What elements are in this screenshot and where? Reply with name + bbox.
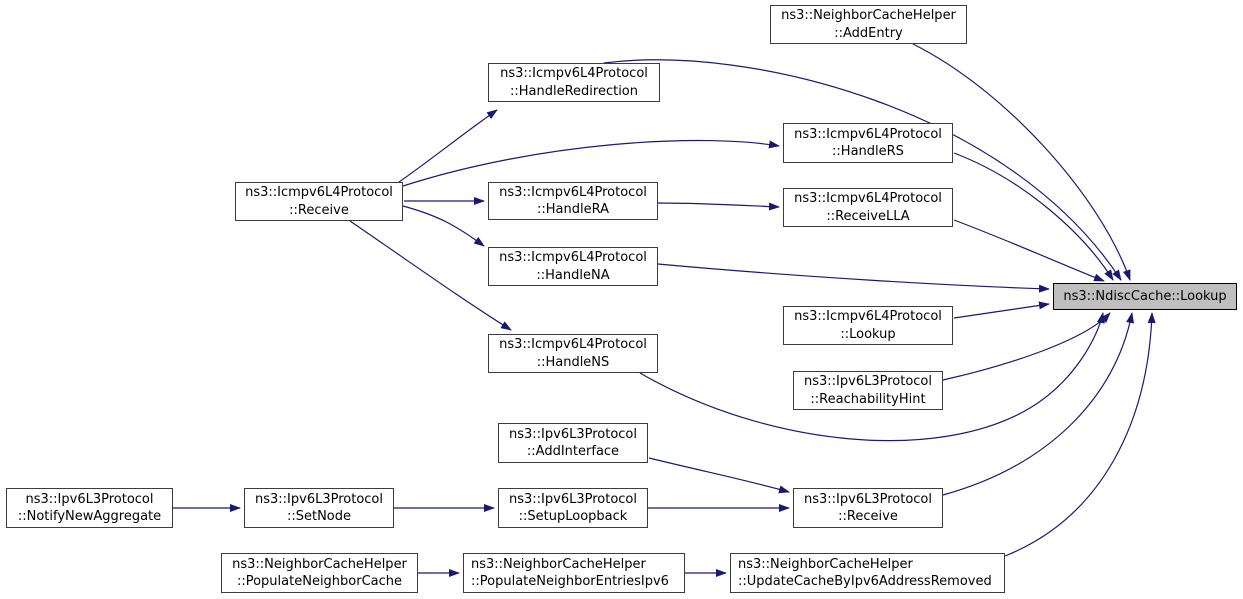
edge-handlens-to-lookup bbox=[639, 312, 1105, 442]
edge-handlers-to-lookup bbox=[953, 152, 1114, 281]
node-icmpv6-handlens[interactable]: ns3::Icmpv6L4Protocol ::HandleNS bbox=[488, 334, 658, 373]
edge-handlena-to-lookup bbox=[657, 263, 1050, 293]
node-ipv6l3-reachabilityhint[interactable]: ns3::Ipv6L3Protocol ::ReachabilityHint bbox=[793, 371, 943, 410]
edge-handleredirection-to-lookup bbox=[603, 59, 1122, 281]
node-label: ns3::NeighborCacheHelper bbox=[471, 556, 646, 572]
node-ndisccache-lookup-focus: ns3::NdiscCache::Lookup bbox=[1053, 283, 1237, 310]
node-label: ns3::Icmpv6L4Protocol bbox=[499, 250, 647, 265]
node-label: ::AddInterface bbox=[526, 444, 620, 459]
node-label: ::PopulateNeighborEntriesIpv6 bbox=[471, 574, 669, 589]
node-ipv6l3-setuploopback[interactable]: ns3::Ipv6L3Protocol ::SetupLoopback bbox=[498, 488, 648, 528]
node-label: ::PopulateNeighborCache bbox=[236, 574, 403, 589]
node-ipv6l3-receive[interactable]: ns3::Ipv6L3Protocol ::Receive bbox=[793, 488, 943, 528]
node-label: ::UpdateCacheByIpv6AddressRemoved bbox=[738, 574, 992, 589]
edge-ipv6receive-to-lookup bbox=[942, 312, 1135, 496]
node-label: ::NotifyNewAggregate bbox=[17, 509, 162, 524]
node-label: ns3::Ipv6L3Protocol bbox=[509, 491, 637, 507]
node-label: ::AddEntry bbox=[834, 25, 903, 41]
node-icmpv6-handleredirection[interactable]: ns3::Icmpv6L4Protocol ::HandleRedirectio… bbox=[488, 63, 660, 102]
node-label: ns3::Icmpv6L4Protocol bbox=[794, 191, 942, 206]
node-icmpv6-handlers[interactable]: ns3::Icmpv6L4Protocol ::HandleRS bbox=[783, 123, 953, 163]
node-label: ns3::NeighborCacheHelper bbox=[738, 556, 913, 572]
node-label: ::Receive bbox=[838, 509, 898, 524]
node-icmpv6-receive[interactable]: ns3::Icmpv6L4Protocol ::Receive bbox=[235, 182, 403, 221]
node-label: ns3::Ipv6L3Protocol bbox=[25, 491, 154, 507]
node-label: ns3::Icmpv6L4Protocol bbox=[794, 126, 942, 142]
node-neighborcachehelper-populateneighborentriesipv6[interactable]: ns3::NeighborCacheHelper ::PopulateNeigh… bbox=[463, 553, 685, 593]
node-label: ns3::NeighborCacheHelper bbox=[232, 556, 407, 572]
node-neighborcachehelper-updatecachebyipv6addressremoved[interactable]: ns3::NeighborCacheHelper ::UpdateCacheBy… bbox=[730, 553, 1005, 593]
node-ipv6l3-notifynewaggregate[interactable]: ns3::Ipv6L3Protocol ::NotifyNewAggregate bbox=[6, 488, 173, 528]
node-label: ::ReachabilityHint bbox=[810, 391, 926, 407]
node-label: ns3::Ipv6L3Protocol bbox=[804, 491, 932, 507]
node-label: ns3::Icmpv6L4Protocol bbox=[499, 337, 647, 352]
node-neighborcachehelper-populateneighborcache[interactable]: ns3::NeighborCacheHelper ::PopulateNeigh… bbox=[221, 553, 418, 593]
node-label: ns3::Icmpv6L4Protocol bbox=[500, 66, 648, 81]
edge-receive-to-handlers bbox=[402, 139, 780, 187]
node-label: ::HandleRA bbox=[536, 202, 609, 217]
node-label: ns3::NdiscCache::Lookup bbox=[1063, 288, 1227, 304]
node-label: ::HandleRS bbox=[832, 144, 904, 159]
node-label: ::HandleNS bbox=[536, 354, 610, 370]
edge-addinterface-to-ipv6receive bbox=[648, 457, 790, 494]
node-label: ns3::Icmpv6L4Protocol bbox=[499, 184, 647, 200]
node-label: ns3::Ipv6L3Protocol bbox=[804, 374, 932, 389]
node-label: ns3::Ipv6L3Protocol bbox=[255, 491, 383, 507]
node-ipv6l3-setnode[interactable]: ns3::Ipv6L3Protocol ::SetNode bbox=[244, 488, 394, 528]
edge-receive-to-handlens bbox=[349, 220, 512, 331]
node-label: ns3::Icmpv6L4Protocol bbox=[245, 185, 393, 200]
edge-updatecache-to-lookup bbox=[1004, 312, 1156, 557]
node-label: ::HandleRedirection bbox=[509, 83, 639, 99]
edge-receive-to-handleredirection bbox=[398, 109, 498, 183]
node-ipv6l3-addinterface[interactable]: ns3::Ipv6L3Protocol ::AddInterface bbox=[498, 423, 648, 463]
node-label: ::SetupLoopback bbox=[518, 509, 628, 524]
edge-icmpv6lookup-to-lookup bbox=[953, 301, 1050, 319]
node-icmpv6-handlena[interactable]: ns3::Icmpv6L4Protocol ::HandleNA bbox=[488, 247, 658, 286]
node-label: ::HandleNA bbox=[536, 267, 610, 283]
node-label: ::SetNode bbox=[286, 509, 352, 524]
node-label: ::Lookup bbox=[840, 326, 896, 342]
edge-handlera-to-receivella bbox=[657, 202, 780, 211]
node-label: ns3::Ipv6L3Protocol bbox=[509, 426, 637, 442]
node-icmpv6-receivella[interactable]: ns3::Icmpv6L4Protocol ::ReceiveLLA bbox=[783, 188, 953, 227]
edge-receivella-to-lookup bbox=[953, 219, 1105, 282]
node-label: ::Receive bbox=[289, 202, 349, 218]
node-icmpv6-handlera[interactable]: ns3::Icmpv6L4Protocol ::HandleRA bbox=[488, 182, 658, 220]
node-icmpv6-lookup[interactable]: ns3::Icmpv6L4Protocol ::Lookup bbox=[783, 306, 953, 345]
edge-reachabilityhint-to-lookup bbox=[942, 312, 1111, 381]
edge-addentry-to-lookup bbox=[912, 43, 1131, 281]
node-neighborcachehelper-addentry[interactable]: ns3::NeighborCacheHelper ::AddEntry bbox=[770, 5, 967, 44]
node-label: ns3::Icmpv6L4Protocol bbox=[794, 309, 942, 324]
node-label: ns3::NeighborCacheHelper bbox=[781, 8, 956, 23]
node-label: ::ReceiveLLA bbox=[826, 208, 910, 224]
edge-receive-to-handlena bbox=[402, 205, 485, 247]
